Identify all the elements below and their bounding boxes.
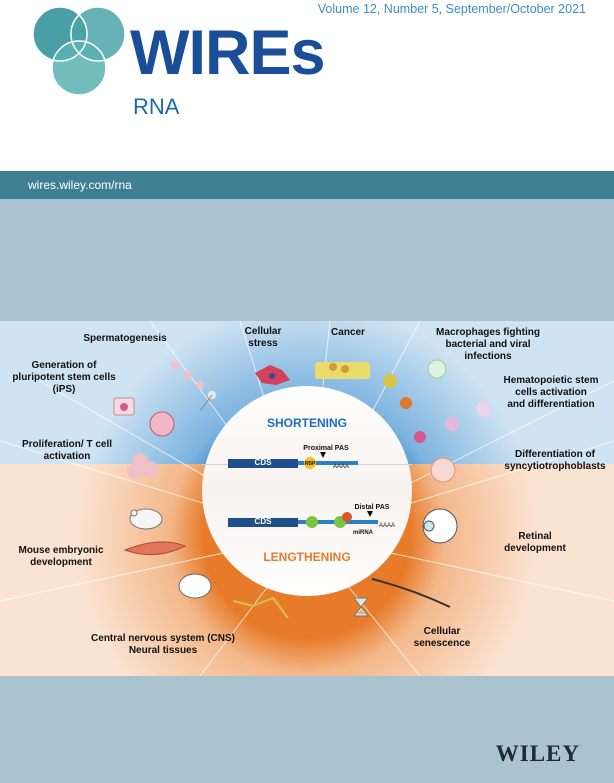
proximal-pas-arrow [320,452,326,458]
embryo-tissue-icon [123,541,187,556]
t-cell-cluster-icon [127,453,158,479]
rbp-icon-bottom [306,516,318,528]
cds-label-top: CDS [254,458,272,467]
wires-logo-icon [32,6,126,96]
sperm-cells-icon [171,361,216,412]
rbp-icon [304,457,316,469]
hematopoietic-cell-icon [414,401,492,443]
cds-label-bottom: CDS [254,517,272,526]
distal-pas-label: Distal PAS [354,504,390,511]
stress-cell-icon [255,365,290,385]
label-cancer: Cancer [331,327,365,338]
label-cns: Central nervous system (CNS)Neural tissu… [91,633,235,656]
distal-pas-arrow [367,511,373,517]
proximal-pas-label: Proximal PAS [303,445,349,452]
mouse-icon [129,508,163,530]
publisher-logo: WILEY [495,741,580,766]
label-spermatogenesis: Spermatogenesis [83,333,167,344]
brain-icon [178,573,212,599]
journal-title: WIREs [130,18,326,88]
polya-top: AAAA [332,464,349,470]
figure-graphic [0,320,614,677]
volume-line: Volume 12, Number 5, September/October 2… [317,2,586,16]
syncytiotrophoblast-icon [430,457,456,483]
url-bar: wires.wiley.com/rna [0,171,614,199]
shortening-label: SHORTENING [266,416,347,430]
cds-bar-top [228,459,298,468]
mirna-label: miRNA [352,530,373,536]
hourglass-icon [352,597,370,617]
neuron-icon [232,596,289,619]
cancer-tissue-icon [315,362,370,379]
cover-header: WIREs RNA Volume 12, Number 5, September… [0,0,614,171]
senescent-cell-icon [371,578,451,608]
eye-icon [422,508,458,544]
ips-cell-icon [113,397,175,437]
lengthening-label: LENGTHENING [263,550,351,564]
polya-bottom: AAAA [378,523,395,529]
cds-bar-bottom [228,518,298,527]
journal-url[interactable]: wires.wiley.com/rna [28,178,132,192]
cover-figure: SHORTENING LENGTHENING CDS CDS RBP Proxi… [0,320,614,677]
rbp-label: RBP [304,461,316,467]
journal-subtitle: RNA [133,94,180,119]
center-circle [202,386,412,596]
macrophage-icon [383,359,447,409]
